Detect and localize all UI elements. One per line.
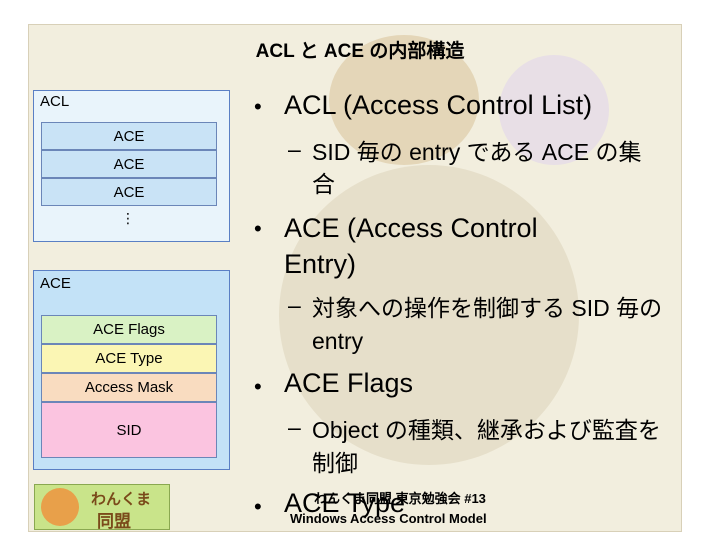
- acl-entry-ace: ACE: [41, 150, 217, 178]
- footer-title: Windows Access Control Model: [290, 511, 487, 526]
- logo-text: わんくま: [91, 491, 152, 508]
- background-mascot-head: [279, 165, 579, 465]
- footer-event: わんくま同盟 東京勉強会 #13: [314, 491, 486, 506]
- bear-mascot-icon: [41, 488, 79, 526]
- sub-bullet-marker: –: [288, 414, 301, 440]
- bullet-marker: •: [254, 494, 262, 519]
- wankuma-logo: わんくま 同盟: [34, 484, 170, 531]
- acl-entry-ace: ACE: [41, 178, 217, 206]
- bullet-marker: •: [254, 374, 262, 399]
- acl-ellipsis: ⋮: [121, 210, 135, 226]
- bullet-marker: •: [254, 94, 262, 119]
- bullet-ace-flags: ACE Flags: [284, 368, 414, 398]
- sub-bullet-marker: –: [288, 292, 301, 318]
- acl-box-label: ACL: [40, 93, 70, 110]
- slide-title: ACL と ACE の内部構造: [255, 41, 465, 62]
- background-mascot-accent: [499, 55, 609, 165]
- access-mask-field: Access Mask: [41, 373, 217, 402]
- bullet-ace: ACE (Access Control Entry): [284, 213, 538, 279]
- sub-bullet-ace-desc: 対象への操作を制御する SID 毎の entry: [312, 295, 663, 354]
- sub-bullet-marker: –: [288, 136, 301, 162]
- bullet-marker: •: [254, 216, 262, 241]
- bullet-acl: ACL (Access Control List): [284, 90, 593, 120]
- logo-text: 同盟: [97, 512, 131, 531]
- ace-box-label: ACE: [40, 275, 71, 292]
- sub-bullet-acl-desc: SID 毎の entry である ACE の集合: [312, 139, 642, 197]
- ace-flags-field: ACE Flags: [41, 315, 217, 344]
- ace-type-field: ACE Type: [41, 344, 217, 373]
- background-mascot-ear: [329, 35, 479, 165]
- bullet-ace-type: ACE Type: [284, 488, 406, 518]
- sub-bullet-flags-desc: Object の種類、継承および監査を制御: [312, 417, 661, 476]
- acl-entry-ace: ACE: [41, 122, 217, 150]
- sid-field: SID: [41, 402, 217, 458]
